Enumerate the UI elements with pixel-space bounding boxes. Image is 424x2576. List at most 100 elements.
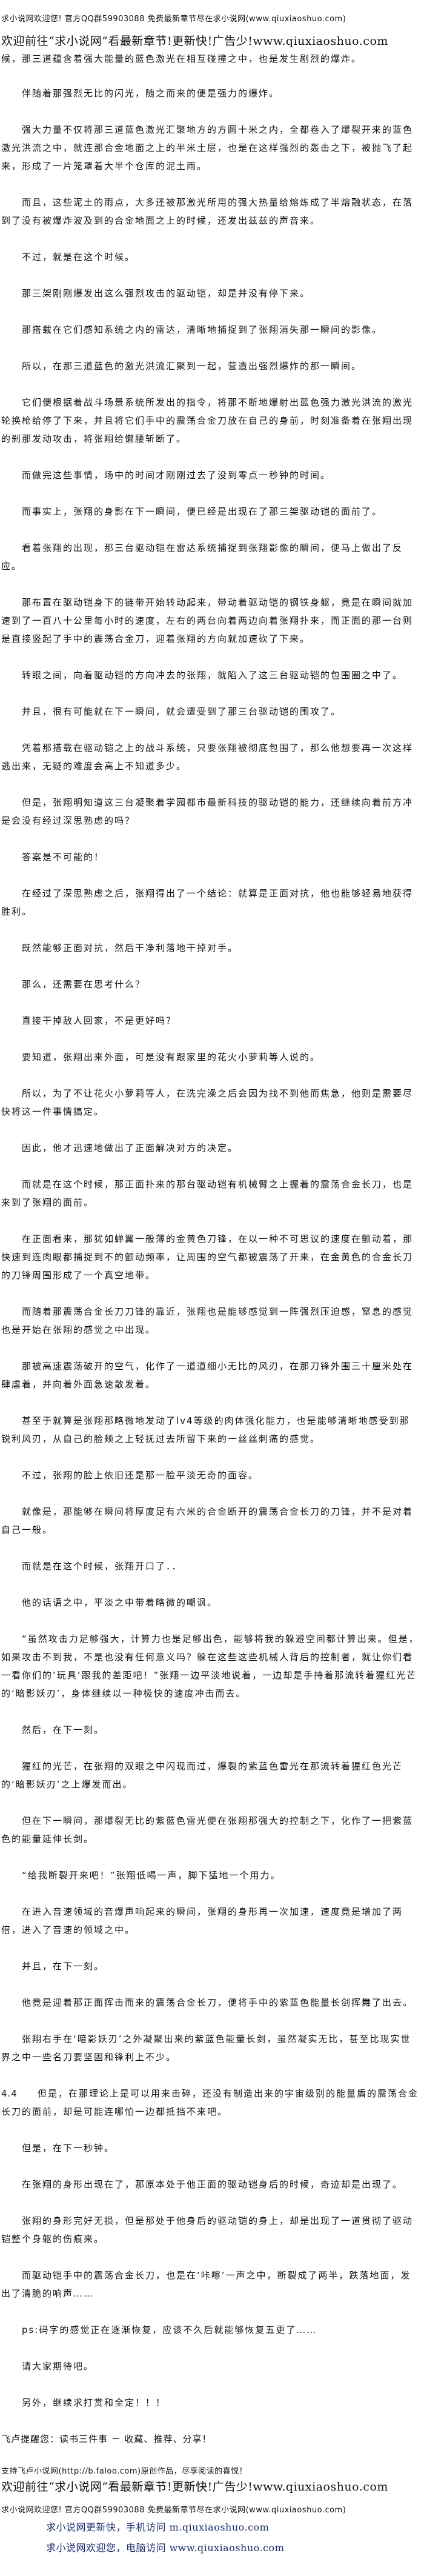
paragraph: 另外，继续求打赏和全定！！！ [1,2394,419,2412]
paragraph-text: 就像是，那能够在瞬间将厚度足有六米的合金断开的震荡合金长刀的刀锋，并不是对着自己… [1,1506,414,1535]
paragraph: 候，那三道蕴含着强大能量的蓝色激光在相互碰撞之中，也是发生剧烈的爆炸。 [1,50,419,68]
paragraph-text: 直接干掉敌人回家，不是更好吗？ [22,1015,177,1026]
paragraph: 他竟是迎着那正面挥击而来的震荡合金长刀，便将手中的紫蓝色能量长剑挥舞了出去。 [1,1994,419,2012]
paragraph-text: 而就是在这个时候，那正面扑来的那台驱动铠有机械臂之上握着的震荡合金长刀，也是来到… [1,1179,414,1208]
paragraph-text: 不过，张翔的脸上依旧还是那一脸平淡无奇的面容。 [22,1470,259,1481]
paragraph: 在张翔的身形出现在了，那原本处于他正面的驱动铠身后的时候，奇迹却是出现了。 [1,2175,419,2194]
support-faloo-note: 支持飞卢小说网(http://b.faloo.com)原创作品，尽享阅读的喜悦！ [1,2467,248,2476]
paragraph: “虽然攻击力足够强大，计算力也是足够出色，能够将我的躲避空间都计算出来。但是，如… [1,1630,419,1703]
paragraph: 而随着那震荡合金长刀刀锋的靠近，张翔也是能够感觉到一阵强烈压迫感，窒息的感觉也是… [1,1303,419,1339]
paragraph-text: 那布置在驱动铠身下的链带开始转动起来，带动着驱动铠的钢铁身躯，竟是在瞬间就加速到… [1,597,414,644]
paragraph-text: 张翔的身形完好无损，但是那处于他身后的驱动铠的身上，却是出现了一道贯彻了驱动铠整… [1,2215,414,2244]
paragraph-text: 在张翔的身形出现在了，那原本处于他正面的驱动铠身后的时候，奇迹却是出现了。 [22,2179,403,2190]
paragraph-text: 猩红的光芒，在张翔的双眼之中闪现而过，爆裂的紫蓝色雷光在那流转着猩红色光芒的‘暗… [1,1761,403,1790]
spacer [1,2495,419,2504]
paragraph-text: 它们便根据着战斗场景系统所发出的指令，将那不断地爆射出蓝色强力激光洪流的激光轮换… [1,397,414,444]
paragraph-text: 在进入音速领域的音爆声响起来的瞬间，张翔的身形再一次加速，速度竟是增加了两倍，进… [1,1906,403,1935]
paragraph: 所以，为了不让花火小萝莉等人，在洗完澡之后会因为找不到他而焦急，他则是需要尽快将… [1,1084,419,1121]
paragraph: 而且，这些泥土的雨点，大多还被那激光所用的强大热量给熔炼成了半熔融状态，在落到了… [1,193,419,230]
paragraph: 而事实上，张翔的身影在下一瞬间，便已经是出现在了那三架驱动铠的面前了。 [1,502,419,521]
paragraph: 并且，很有可能就在下一瞬间，就会遭受到了那三台驱动铠的围攻了。 [1,702,419,721]
paragraph: 并且，在下一刻。 [1,1957,419,1975]
paragraph-text: 答案是不可能的！ [22,852,105,863]
paragraph-text: “虽然攻击力足够强大，计算力也是足够出色，能够将我的躲避空间都计算出来。但是，如… [1,1633,419,1699]
paragraph: 它们便根据着战斗场景系统所发出的指令，将那不断地爆射出蓝色强力激光洪流的激光轮换… [1,393,419,448]
paragraph-text: 然后，在下一刻。 [22,1724,105,1735]
promo-banner: 欢迎前往“求小说网”看最新章节!更新快!广告少!www.qiuxiaoshuo.… [1,35,388,48]
paragraph-text: 看着张翔的出现，那三台驱动铠在雷达系统捕捉到张翔影像的瞬间，便马上做出了反应。 [1,542,403,572]
paragraph-text: 但在下一瞬间，那爆裂无比的紫蓝色雷光便在张翔那强大的控制之下，化作了一把紫蓝色的… [1,1815,414,1844]
paragraph-text: 因此，他才迅速地做出了正面解决对方的决定。 [22,1143,239,1153]
site-welcome-footer: 求小说网欢迎您! 官方QQ群59903088 免费最新章节尽在求小说网(www.… [1,2506,346,2515]
paragraph-text: 伴随着那强烈无比的闪光，随之而来的便是强力的爆炸。 [22,88,280,99]
paragraph: 但在下一瞬间，那爆裂无比的紫蓝色雷光便在张翔那强大的控制之下，化作了一把紫蓝色的… [1,1812,419,1848]
paragraph-text: 并且，很有可能就在下一瞬间，就会遭受到了那三台驱动铠的围攻了。 [22,706,342,717]
paragraph: “给我断裂开来吧！”张翔低喝一声，脚下猛地一个用力。 [1,1866,419,1884]
desktop-site-link[interactable]: 求小说网欢迎您，电脑访问 www.qiuxiaoshuo.com [46,2542,285,2554]
paragraph-text: 那搭载在它们感知系统之内的雷达，清晰地捕捉到了张翔消失那一瞬间的影像。 [22,324,383,335]
paragraph: 答案是不可能的！ [1,848,419,866]
paragraph-text: 而就是在这个时候，张翔开口了．． [22,1561,182,1572]
paragraph: 那被高速震荡破开的空气，化作了一道道细小无比的风刃，在那刀锋外围三十厘米处在肆虐… [1,1357,419,1393]
paragraph: 在正面看来，那犹如蝉翼一般薄的金黄色刀锋，在以一种不可思议的速度在颤动着，那快速… [1,1230,419,1284]
paragraph-text: 那么，还需要在思考什么？ [22,979,146,990]
paragraph-text: 但是，在那理论上是可以用来击碎，还没有制造出来的宇宙级别的能量盾的震荡合金长刀的… [1,2088,419,2117]
paragraph: 他的话语之中，平淡之中带着略微的嘲讽。 [1,1593,419,1612]
paragraph-text: 在经过了深思熟虑之后，张翔得出了一个结论：就算是正面对抗，他也能够轻易地获得胜利… [1,888,414,917]
paragraph: 因此，他才迅速地做出了正面解决对方的决定。 [1,1139,419,1157]
paragraph-text: 不过，就是在这个时候。 [22,252,136,262]
promo-banner-footer: 欢迎前往“求小说网”看最新章节!更新快!广告少!www.qiuxiaoshuo.… [1,2480,388,2494]
paragraph: 那么，还需要在思考什么？ [1,975,419,993]
paragraph-text: “给我断裂开来吧！”张翔低喝一声，脚下猛地一个用力。 [22,1870,281,1881]
reading-reminder: 飞卢提醒您：读书三件事 － 收藏、推荐、分享！ [1,2434,212,2444]
paragraph-text: 强大力量不仅将那三道蓝色激光汇聚地方的方圆十米之内，全都卷入了爆裂开来的蓝色激光… [1,124,414,172]
paragraph-text: 另外，继续求打赏和全定！！！ [22,2397,167,2408]
paragraph-text: 他竟是迎着那正面挥击而来的震荡合金长刀，便将手中的紫蓝色能量长剑挥舞了出去。 [22,1997,414,2008]
paragraph-text: 既然能够正面对抗，然后干净利落地干掉对手。 [22,943,239,953]
paragraph-text: 但是，在下一秒钟。 [22,2143,115,2154]
paragraph: 张翔的身形完好无损，但是那处于他身后的驱动铠的身上，却是出现了一道贯彻了驱动铠整… [1,2212,419,2248]
paragraph: 而做完这些事情，场中的时间才刚刚过去了没到零点一秒钟的时间。 [1,466,419,484]
paragraph: 那布置在驱动铠身下的链带开始转动起来，带动着驱动铠的钢铁身躯，竟是在瞬间就加速到… [1,593,419,648]
paragraph: 但是，在下一秒钟。 [1,2139,419,2157]
paragraph-text: 他的话语之中，平淡之中带着略微的嘲讽。 [22,1597,218,1608]
paragraph: 那三架刚刚爆发出这么强烈攻击的驱动铠，却是并没有停下来。 [1,284,419,302]
paragraph: 在进入音速领域的音爆声响起来的瞬间，张翔的身形再一次加速，速度竟是增加了两倍，进… [1,1903,419,1939]
paragraph-text: 并且，在下一刻。 [22,1961,105,1972]
paragraph-text: 但是，张翔明知道这三台凝聚着学园都市最新科技的驱动铠的能力，还继续向着前方冲是会… [1,797,414,826]
paragraph: 强大力量不仅将那三道蓝色激光汇聚地方的方圆十米之内，全都卷入了爆裂开来的蓝色激光… [1,121,419,175]
paragraph-text: 所以，在那三道蓝色的激光洪流汇聚到一起，营造出强烈爆炸的那一瞬间。 [22,361,362,372]
paragraph-text: 所以，为了不让花火小萝莉等人，在洗完澡之后会因为找不到他而焦急，他则是需要尽快将… [1,1088,414,1117]
paragraph: 然后，在下一刻。 [1,1721,419,1739]
paragraph-text: 甚至于就算是张翔那略微地发动了lv4等级的肉体强化能力，也是能够清晰地感受到那锐… [1,1415,410,1444]
paragraph: 所以，在那三道蓝色的激光洪流汇聚到一起，营造出强烈爆炸的那一瞬间。 [1,357,419,375]
paragraph-text: 而做完这些事情，场中的时间才刚刚过去了没到零点一秒钟的时间。 [22,470,331,481]
paragraph: 在经过了深思熟虑之后，张翔得出了一个结论：就算是正面对抗，他也能够轻易地获得胜利… [1,884,419,921]
mobile-site-link[interactable]: 求小说网更新快，手机访问 m.qiuxiaoshuo.com [46,2521,270,2533]
paragraph-text: 那三架刚刚爆发出这么强烈攻击的驱动铠，却是并没有停下来。 [22,288,311,299]
paragraph-text: 转眼之间，向着驱动铠的方向冲去的张翔，就陷入了这三台驱动铠的包围圈之中了。 [22,670,403,681]
paragraph: 而就是在这个时候，那正面扑来的那台驱动铠有机械臂之上握着的震荡合金长刀，也是来到… [1,1175,419,1212]
paragraph: 凭着那搭载在驱动铠之上的战斗系统，只要张翔被彻底包围了，那么他想要再一次这样逃出… [1,739,419,775]
paragraph: 看着张翔的出现，那三台驱动铠在雷达系统捕捉到张翔影像的瞬间，便马上做出了反应。 [1,539,419,575]
chapter-body: 候，那三道蕴含着强大能量的蓝色激光在相互碰撞之中，也是发生剧烈的爆炸。伴随着那强… [1,50,419,2412]
paragraph: 直接干掉敌人回家，不是更好吗？ [1,1012,419,1030]
paragraph: 伴随着那强烈无比的闪光，随之而来的便是强力的爆炸。 [1,84,419,102]
paragraph: 请大家期待吧。 [1,2357,419,2375]
paragraph: 甚至于就算是张翔那略微地发动了lv4等级的肉体强化能力，也是能够清晰地感受到那锐… [1,1412,419,1448]
paragraph: 就像是，那能够在瞬间将厚度足有六米的合金断开的震荡合金长刀的刀锋，并不是对着自己… [1,1503,419,1539]
paragraph: 那搭载在它们感知系统之内的雷达，清晰地捕捉到了张翔消失那一瞬间的影像。 [1,321,419,339]
paragraph: 不过，就是在这个时候。 [1,248,419,266]
paragraph: 要知道，张翔出来外面，可是没有跟家里的花火小萝莉等人说的。 [1,1048,419,1066]
paragraph: 转眼之间，向着驱动铠的方向冲去的张翔，就陷入了这三台驱动铠的包围圈之中了。 [1,666,419,684]
paragraph-text: 而随着那震荡合金长刀刀锋的靠近，张翔也是能够感觉到一阵强烈压迫感，窒息的感觉也是… [1,1306,414,1335]
paragraph-text: 候，那三道蕴含着强大能量的蓝色激光在相互碰撞之中，也是发生剧烈的爆炸。 [1,53,362,64]
paragraph-text: 而事实上，张翔的身影在下一瞬间，便已经是出现在了那三架驱动铠的面前了。 [22,506,383,517]
paragraph-text: 凭着那搭载在驱动铠之上的战斗系统，只要张翔被彻底包围了，那么他想要再一次这样逃出… [1,742,414,772]
paragraph-text: 要知道，张翔出来外面，可是没有跟家里的花火小萝莉等人说的。 [22,1052,321,1063]
paragraph-text: 而且，这些泥土的雨点，大多还被那激光所用的强大热量给熔炼成了半熔融状态，在落到了… [1,197,414,226]
paragraph-text: 在正面看来，那犹如蝉翼一般薄的金黄色刀锋，在以一种不可思议的速度在颤动着，那快速… [1,1233,414,1281]
paragraph-text: 请大家期待吧。 [22,2361,94,2372]
